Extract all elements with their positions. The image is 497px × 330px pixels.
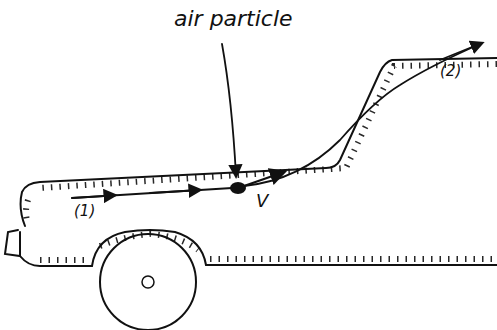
velocity-label: V [256,192,268,210]
station-label: (2) [440,64,461,79]
part-label: air particle [174,8,293,30]
station-label: (1) [74,204,95,219]
